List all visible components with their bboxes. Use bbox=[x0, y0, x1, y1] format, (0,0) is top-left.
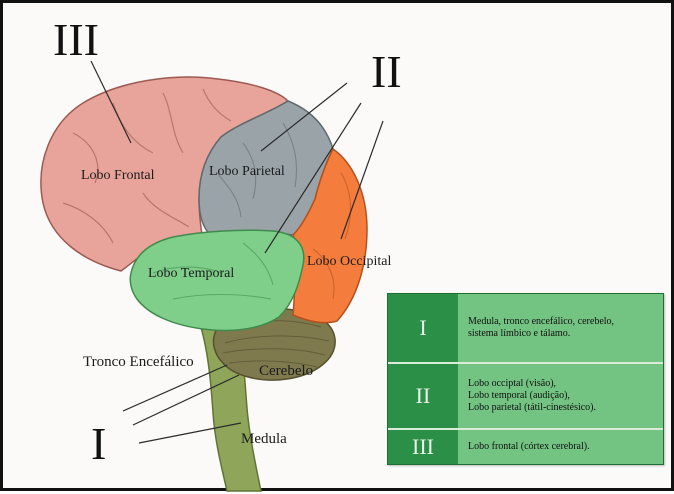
marker-II: II bbox=[371, 46, 402, 97]
marker-I: I bbox=[91, 418, 106, 469]
label-occipital-lobe: Lobo Occipital bbox=[307, 254, 391, 269]
legend-row-III: III Lobo frontal (córtex cerebral). bbox=[388, 430, 663, 464]
temporal-lobe-shape bbox=[129, 229, 305, 332]
marker-III: III bbox=[53, 14, 99, 65]
legend-numeral: II bbox=[388, 364, 458, 428]
legend-description: Medula, tronco encefálico, cerebelo, sis… bbox=[458, 294, 663, 362]
label-frontal-lobe: Lobo Frontal bbox=[81, 168, 155, 183]
label-parietal-lobe: Lobo Parietal bbox=[209, 164, 285, 179]
legend-row-II: II Lobo occiptal (visão), Lobo temporal … bbox=[388, 364, 663, 430]
legend-description: Lobo occiptal (visão), Lobo temporal (au… bbox=[458, 364, 663, 428]
label-cerebellum: Cerebelo bbox=[259, 363, 313, 379]
legend-table: I Medula, tronco encefálico, cerebelo, s… bbox=[387, 293, 664, 465]
label-temporal-lobe: Lobo Temporal bbox=[148, 266, 234, 281]
legend-numeral: I bbox=[388, 294, 458, 362]
legend-numeral: III bbox=[388, 430, 458, 464]
legend-description: Lobo frontal (córtex cerebral). bbox=[458, 430, 663, 464]
brain-illustration: III II I Lobo Frontal Lobo Parietal Lobo… bbox=[40, 14, 402, 492]
legend-row-I: I Medula, tronco encefálico, cerebelo, s… bbox=[388, 294, 663, 364]
label-medulla: Medula bbox=[241, 431, 287, 447]
label-brainstem: Tronco Encefálico bbox=[83, 354, 194, 370]
